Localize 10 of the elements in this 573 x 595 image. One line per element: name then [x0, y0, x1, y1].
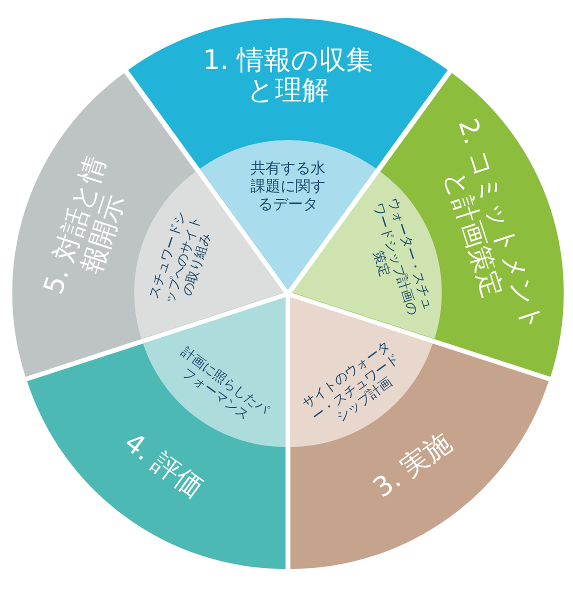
segment-description: スチュワードシップへのサイトの取り組み [146, 208, 216, 308]
step-title: 5. 対話と情報開示 [37, 150, 132, 300]
step-title: 2. コミットメントと計画策定 [436, 114, 550, 338]
step-title: 3. 実施 [366, 426, 458, 506]
segment-description: 計画に照らしたパフォーマンス [177, 344, 272, 425]
segment-description: 共有する水課題に関するデータ [249, 159, 326, 213]
step-title: 1. 情報の収集と理解 [202, 46, 374, 106]
step-title: 4. 評価 [118, 426, 210, 506]
segment-description: サイトのウォーター・スチュワードシップ計画 [299, 337, 404, 428]
segment-description: ウォーター・スチュワードシップ計画の策定 [368, 196, 436, 320]
